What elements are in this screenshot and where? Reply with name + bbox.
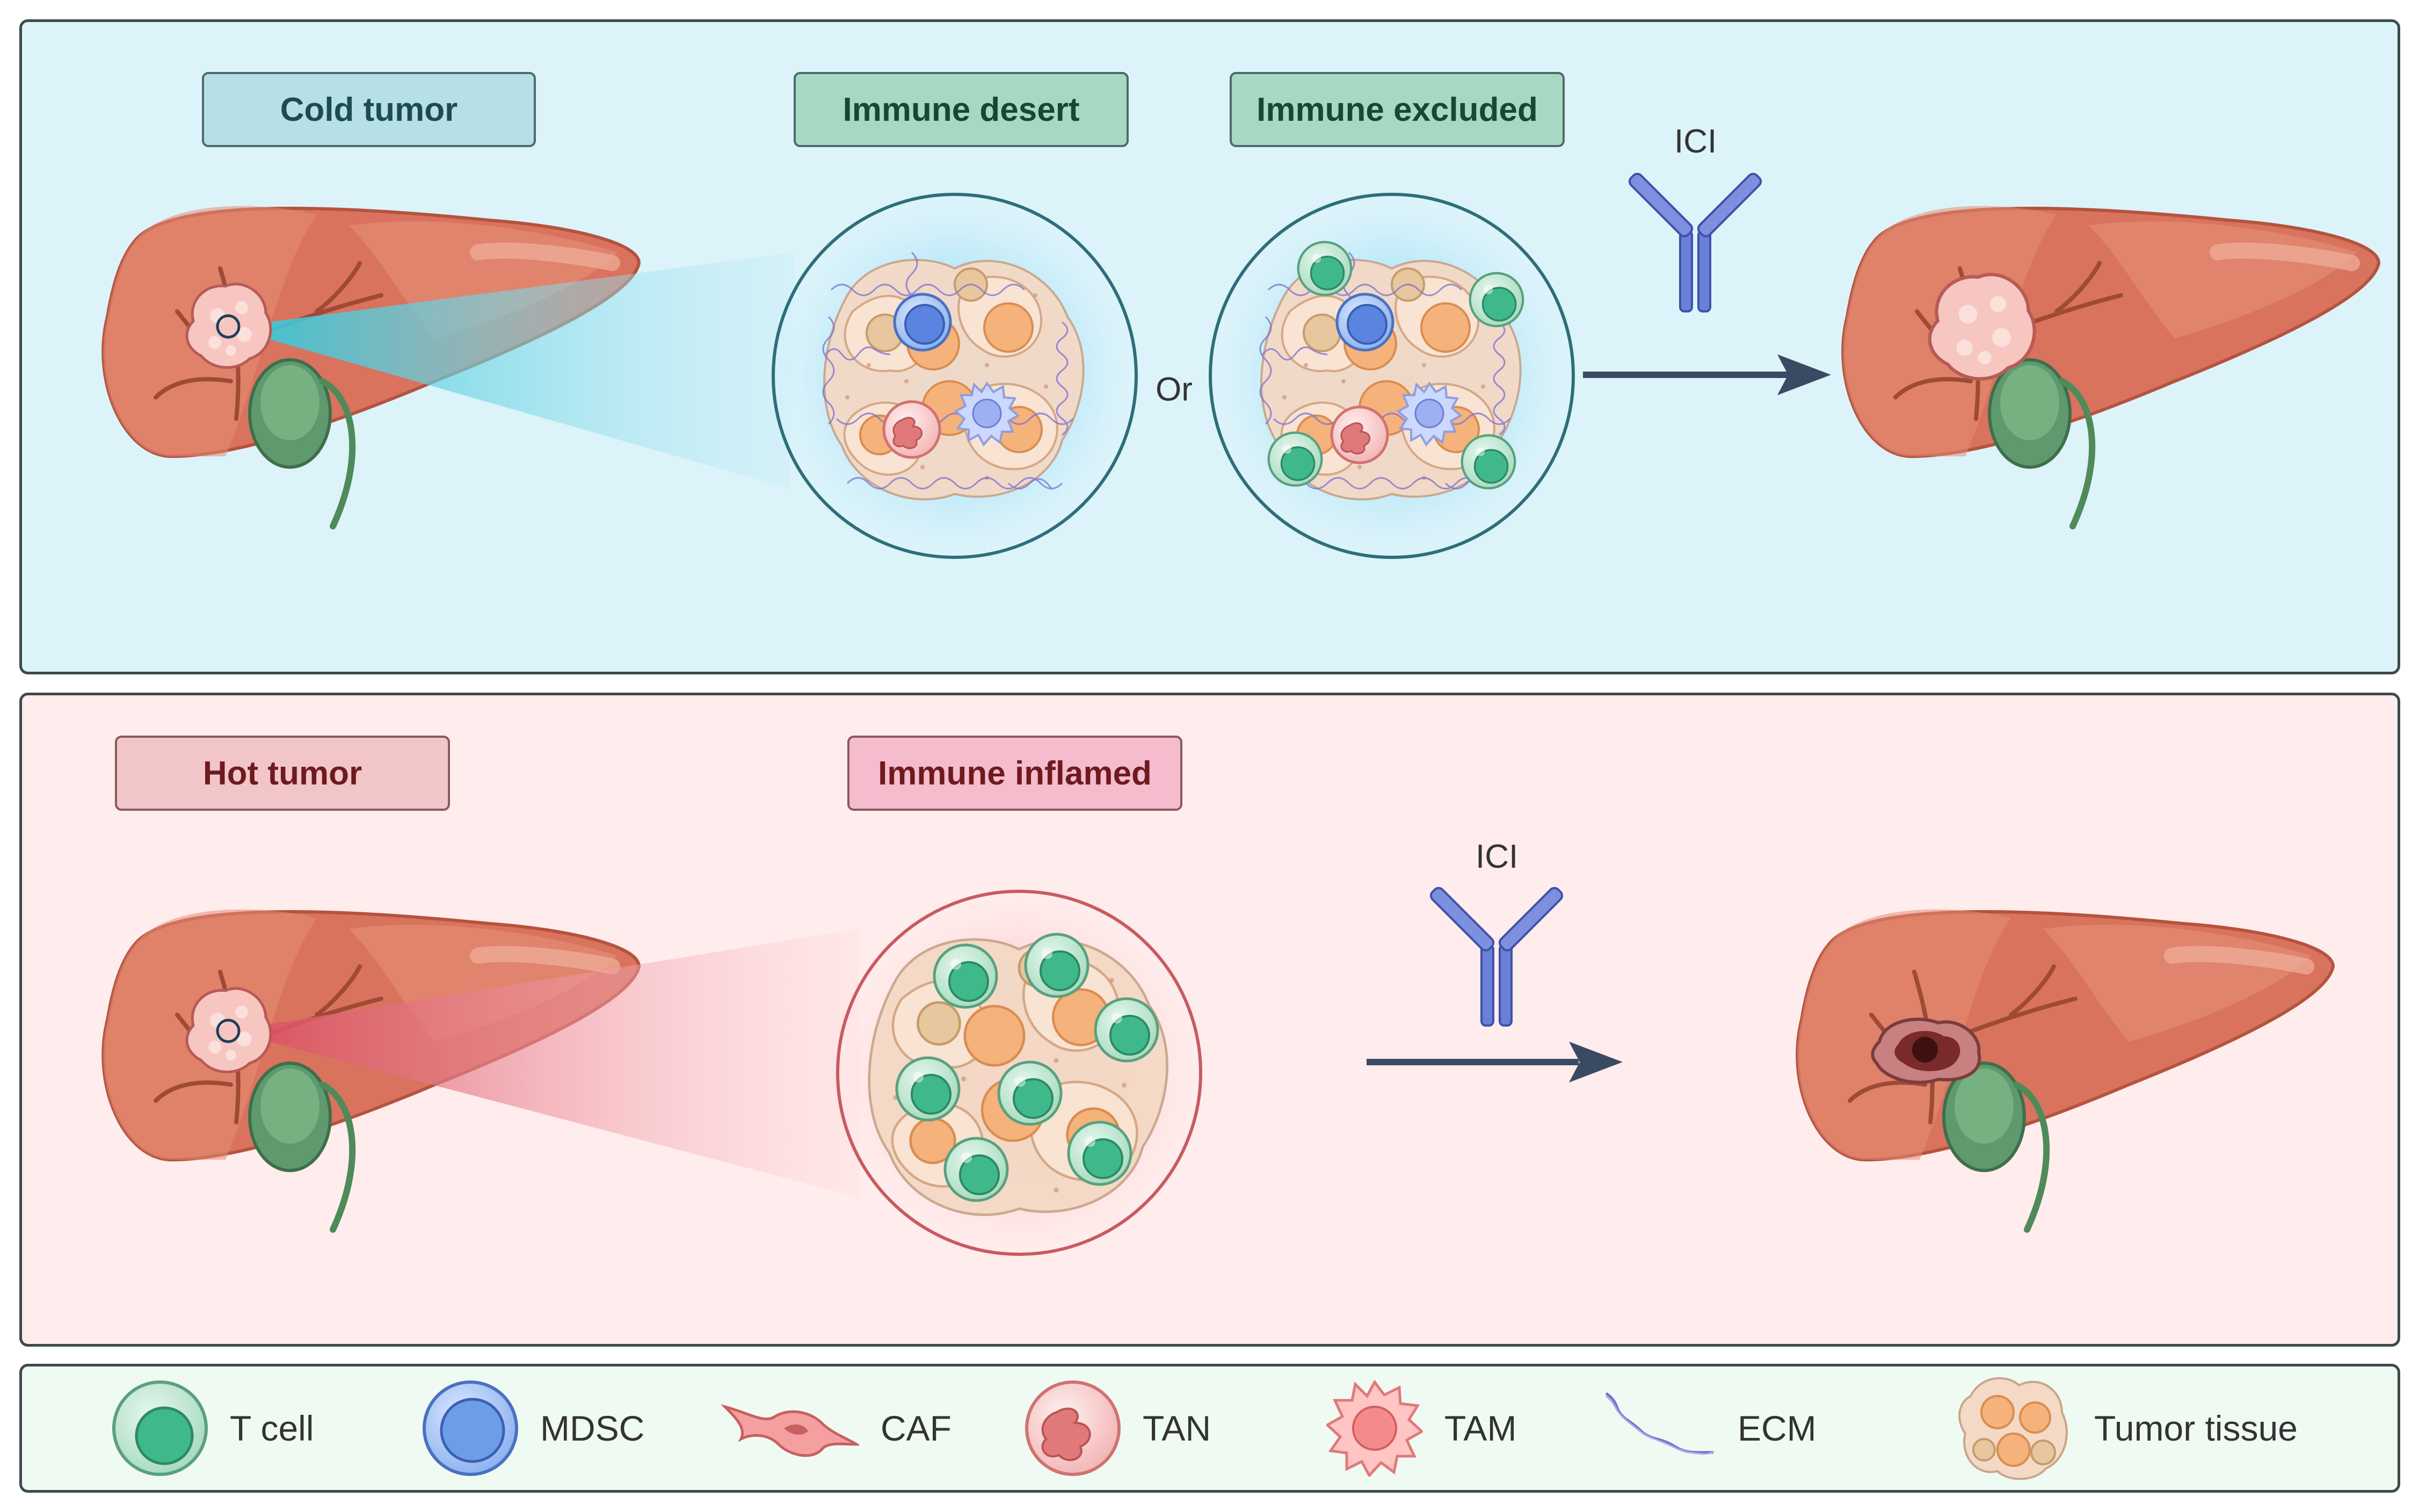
legend-label: TAN [1143,1408,1211,1448]
immune-inflamed-microenvironment [836,890,1202,1256]
cold-zoom-beam [228,252,795,489]
legend-caf: CAF [720,1364,951,1493]
tam-icon [1326,1380,1423,1477]
hot-tumor-label: Hot tumor [115,736,450,811]
immune-excluded-microenvironment [1209,193,1575,559]
t-cell-icon [112,1380,208,1476]
legend-mdsc: MDSC [422,1364,644,1493]
legend-tam: TAM [1326,1364,1516,1493]
legend-label: T cell [230,1408,314,1448]
ici-label-hot: ICI [1476,838,1519,875]
legend-t-cell: T cell [112,1364,314,1493]
legend-label: MDSC [540,1408,645,1448]
legend-label: TAM [1444,1408,1517,1448]
mdsc-icon [423,1380,518,1476]
cold-tumor-nodule [187,284,271,367]
cold-treatment-arrow [1583,354,1831,395]
immune-excluded-label: Immune excluded [1230,72,1565,147]
caf-icon [720,1404,859,1457]
legend-ecm: ECM [1603,1364,1817,1493]
hot-liver-after-treatment [1797,910,2333,1230]
antibody-icon [1427,884,1566,1027]
cold-liver-after-treatment [1843,206,2379,526]
immune-desert-label: Immune desert [794,72,1129,147]
ecm-icon [1605,1392,1715,1455]
hot-zoom-beam [228,929,859,1197]
legend-label: CAF [881,1408,951,1448]
immune-desert-microenvironment [772,193,1138,559]
cold-tumor-label: Cold tumor [202,72,536,147]
legend-label: ECM [1738,1408,1817,1448]
legend-tan: TAN [1025,1364,1211,1493]
immune-inflamed-label: Immune inflamed [847,736,1182,811]
regressed-tumor-lesion [1871,1017,1981,1084]
legend-label: Tumor tissue [2094,1408,2298,1448]
hot-tumor-nodule [187,988,271,1072]
tumor-tissue-icon [1958,1377,2068,1480]
ici-label-cold: ICI [1674,123,1717,160]
antibody-icon [1626,170,1764,312]
or-text: Or [1156,371,1193,408]
tan-icon [1025,1380,1121,1476]
cold-tumor-after-treatment [1930,274,2035,379]
hot-treatment-arrow [1367,1042,1623,1082]
legend-tumor-tissue: Tumor tissue [1955,1364,2298,1493]
